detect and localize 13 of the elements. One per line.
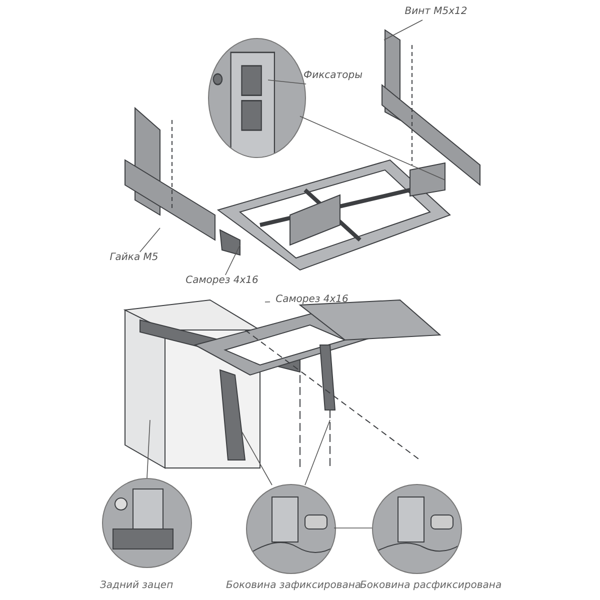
leader-line — [384, 20, 423, 40]
detail-caption: Задний зацеп — [100, 580, 174, 591]
part-label: Саморез 4x16 — [180, 275, 264, 289]
part-label: Фиксаторы — [298, 70, 368, 84]
leader-line — [300, 116, 446, 180]
detail-caption: Боковина зафиксирована — [226, 580, 362, 591]
leader-line — [139, 228, 160, 252]
leader-line — [268, 80, 306, 84]
leader-line — [225, 244, 240, 276]
part-label: Гайка M5 — [104, 252, 164, 266]
detail-caption: Боковина расфиксирована — [360, 580, 502, 591]
part-label: Винт M5x12 — [398, 6, 474, 20]
part-label: Саморез 4x16 — [270, 294, 354, 308]
